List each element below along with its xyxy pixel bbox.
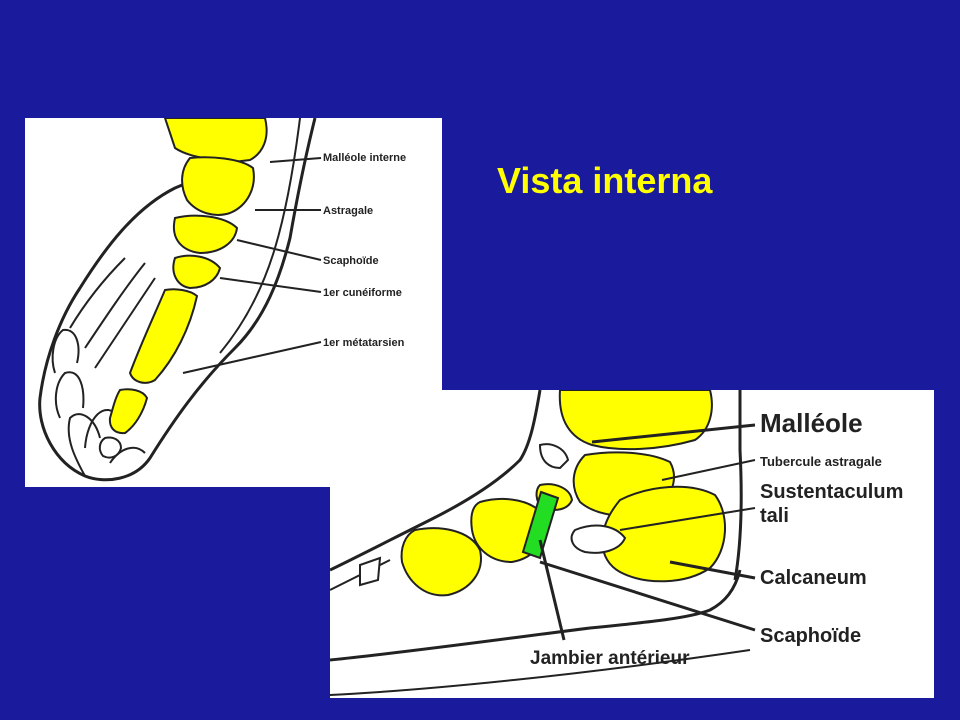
calcaneus-bone [601,485,726,583]
malleolus-bone [163,118,268,165]
heel-outline [733,390,743,581]
label-malleole: Malléole [760,408,863,438]
sole-outline [330,569,742,662]
label-sustentaculum: Sustentaculum [760,481,903,503]
toe-outline [51,328,80,374]
navicular-bone [172,214,239,255]
malleolus-bone [558,390,713,451]
metatarsal-bone [128,288,199,384]
toe-outline [67,413,101,477]
ankle-medial-view-panel: Malléole Tubercule astragale Sustentacul… [330,390,934,698]
label-tubercule-astragale: Tubercule astragale [760,454,882,469]
label-malleole-interne: Malléole interne [323,152,406,164]
foot-top-view-diagram: Malléole interne Astragale Scaphoïde 1er… [38,118,406,482]
sustentaculum-bone [570,524,627,554]
label-tali: tali [760,505,789,527]
label-astragale: Astragale [323,205,373,217]
tibialis-anterior-tendon [521,490,560,560]
toe-outline [54,371,85,419]
slide-title: Vista interna [497,160,713,201]
leg-outline [330,390,542,572]
cuneiform-bone [172,254,222,290]
cuneiform-bone [400,527,482,597]
label-calcaneum: Calcaneum [760,567,867,589]
phalanx-bone [108,388,149,435]
label-metatarsien: 1er métatarsien [323,337,405,349]
label-cuneiforme: 1er cunéiforme [323,287,402,299]
foot-top-view-panel: Malléole interne Astragale Scaphoïde 1er… [25,118,442,487]
label-scaphoide: Scaphoïde [760,625,861,647]
label-jambier-anterieur: Jambier antérieur [530,648,690,669]
label-scaphoide: Scaphoïde [323,255,379,267]
talus-bone [181,156,255,216]
ankle-medial-view-diagram: Malléole Tubercule astragale Sustentacul… [330,390,903,696]
